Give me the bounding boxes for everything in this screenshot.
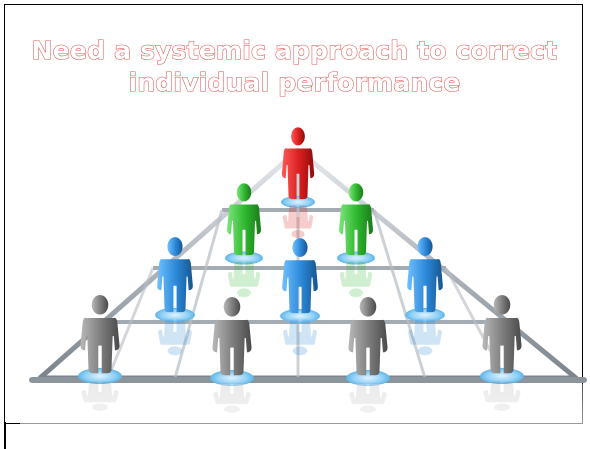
slide-title: Need a systemic approach to correct indi… bbox=[5, 35, 584, 99]
base-discs bbox=[78, 196, 524, 386]
slide-frame: Need a systemic approach to correct indi… bbox=[4, 4, 583, 424]
slide-edge-line bbox=[4, 422, 6, 449]
blue-figure-right bbox=[407, 237, 443, 313]
gray-figure-3 bbox=[348, 296, 388, 376]
green-figure-left bbox=[227, 183, 261, 256]
blue-figure-center bbox=[282, 238, 318, 314]
green-figure-right bbox=[339, 183, 373, 256]
gray-figure-2 bbox=[212, 296, 252, 376]
title-line-2: individual performance bbox=[128, 67, 461, 97]
title-line-1: Need a systemic approach to correct bbox=[31, 35, 558, 65]
